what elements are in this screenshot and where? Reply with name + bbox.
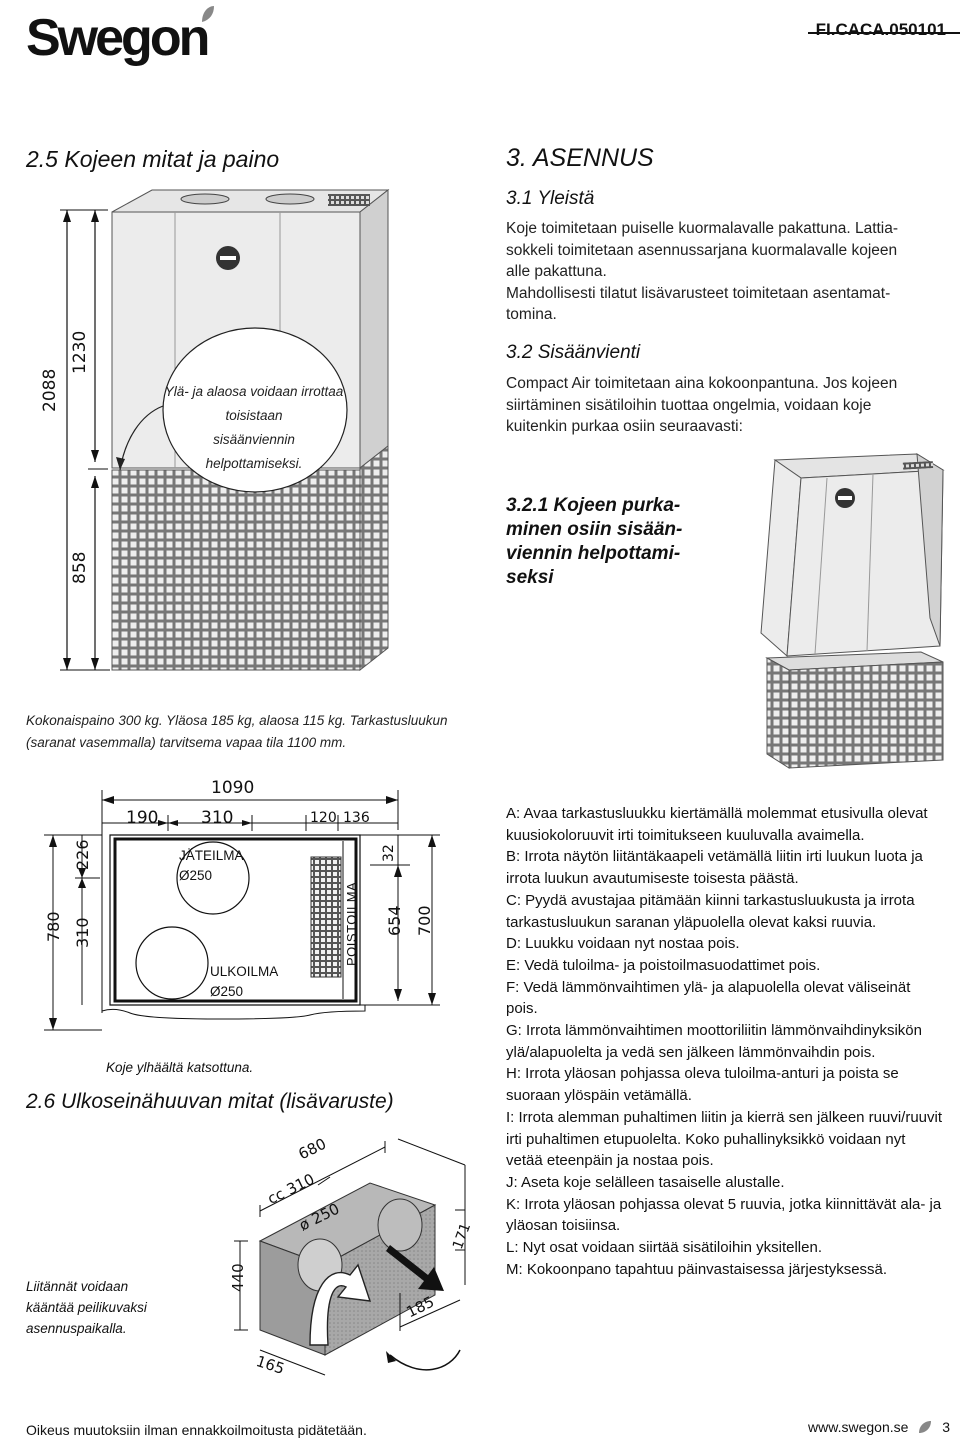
dim-depth-226: 226: [73, 839, 92, 870]
label-ulkoilma-diameter: Ø250: [210, 984, 244, 999]
separation-callout: Ylä- ja alaosa voidaan irrottaa toisista…: [160, 380, 348, 476]
label-poistoilma: POISTOILMA: [344, 881, 359, 966]
step-d: D: Luukku voidaan nyt nostaa pois.: [506, 935, 740, 953]
section-3-1-text: Koje toimitetaan puiselle kuormalavalle …: [506, 218, 956, 326]
label-ulkoilma: ULKOILMA Ø250: [210, 962, 278, 1002]
step-g: G: Irrota lämmönvaihtimen moottoriliitin…: [506, 1022, 922, 1061]
step-m: M: Kokoonpano tapahtuu päinvastaisessa j…: [506, 1260, 888, 1278]
dim-depth-310: 310: [73, 917, 92, 948]
disassembled-unit-drawing: [760, 453, 945, 769]
callout-line: sisäänviennin: [213, 432, 295, 447]
leaf-icon: [919, 1421, 932, 1433]
section-title-3-2-1: 3.2.1 Kojeen purka- minen osiin sisään- …: [506, 494, 682, 590]
step-i: I: Irrota alemman puhaltimen liitin ja k…: [506, 1108, 943, 1170]
footer-disclaimer: Oikeus muutoksiin ilman ennakkoilmoitust…: [26, 1422, 367, 1438]
title-line: seksi: [506, 567, 554, 588]
step-h: H: Irrota yläosan pohjassa oleva tuloilm…: [506, 1065, 899, 1105]
label-ulkoilma-text: ULKOILMA: [210, 964, 279, 979]
section-title-3-1: 3.1 Yleistä: [506, 188, 595, 209]
dim-upper-height: 1230: [70, 330, 90, 374]
label-jateilma: JÄTEILMA Ø250: [179, 846, 244, 886]
dim-total-height: 2088: [40, 368, 60, 412]
step-b: B: Irrota näytön liitäntäkaapeli vetämäl…: [506, 848, 923, 888]
weight-note: Kokonaispaino 300 kg. Yläosa 185 kg, ala…: [26, 710, 448, 754]
step-e: E: Vedä tuloilma- ja poistoilmasuodattim…: [506, 956, 821, 974]
label-jateilma-diameter: Ø250: [179, 868, 213, 883]
dim-width-310: 310: [201, 808, 234, 828]
hood-note-line: Liitännät voidaan: [26, 1279, 129, 1294]
section-3-2-text: Compact Air toimitetaan aina kokoonpantu…: [506, 373, 956, 438]
text-line: Mahdollisesti tilatut lisävarusteet toim…: [506, 284, 891, 302]
document-id: FI.CACA.050101: [815, 20, 946, 39]
unit-side-drawing: [60, 188, 390, 672]
weight-note-line: (saranat vasemmalla) tarvitsema vapaa ti…: [26, 735, 347, 750]
text-line: Koje toimitetaan puiselle kuormalavalle …: [506, 220, 899, 237]
dim-hood-440: 440: [229, 1263, 247, 1292]
text-line: Compact Air toimitetaan aina kokoonpantu…: [506, 375, 898, 392]
section-title-2-6: 2.6 Ulkoseinähuuvan mitat (lisävaruste): [26, 1090, 394, 1113]
page-number: 3: [942, 1419, 950, 1435]
dim-width-120: 120: [310, 810, 337, 826]
label-jateilma-text: JÄTEILMA: [179, 848, 244, 863]
footer-right: www.swegon.se 3: [808, 1419, 950, 1435]
dim-depth-700: 700: [415, 905, 434, 936]
hood-note: Liitännät voidaan kääntää peilikuvaksi a…: [26, 1276, 147, 1339]
step-a: A: Avaa tarkastusluukku kiertämällä mole…: [506, 805, 928, 844]
step-j: J: Aseta koje selälleen tasaiselle alust…: [506, 1173, 785, 1191]
text-line: siirtäminen sisätiloihin tuottaa ongelmi…: [506, 396, 872, 414]
section-title-2-5: 2.5 Kojeen mitat ja paino: [26, 146, 280, 172]
text-line: kuitenkin purkaa osiin seuraavasti:: [506, 418, 743, 435]
title-line: minen osiin sisään-: [506, 519, 683, 540]
text-line: sokkeli toimitetaan asennussarjana kuorm…: [506, 241, 898, 259]
dim-width-190: 190: [126, 808, 159, 828]
text-line: tomina.: [506, 306, 557, 323]
dim-depth-654: 654: [385, 905, 404, 936]
step-f: F: Vedä lämmönvaihtimen ylä- ja alapuole…: [506, 978, 911, 1018]
wall-hood-drawing: [234, 1138, 466, 1376]
leaf-icon: [202, 6, 214, 22]
text-line: alle pakattuna.: [506, 263, 607, 280]
step-k: K: Irrota yläosan pohjassa olevat 5 ruuv…: [506, 1195, 942, 1235]
dim-width-136: 136: [343, 810, 370, 826]
callout-line: Ylä- ja alaosa voidaan irrottaa: [164, 384, 344, 399]
dim-depth-32: 32: [381, 844, 397, 862]
title-line: viennin helpottami-: [506, 543, 681, 564]
weight-note-line: Kokonaispaino 300 kg. Yläosa 185 kg, ala…: [26, 713, 448, 728]
dim-depth-780: 780: [44, 911, 63, 942]
section-title-3-2: 3.2 Sisäänvienti: [506, 342, 641, 363]
header-rule: [808, 32, 960, 34]
hood-note-line: asennuspaikalla.: [26, 1321, 127, 1336]
footer-url[interactable]: www.swegon.se: [808, 1419, 909, 1435]
step-l: L: Nyt osat voidaan siirtää sisätiloihin…: [506, 1239, 822, 1257]
dim-lower-height: 858: [70, 551, 90, 584]
top-view-drawing: [44, 790, 440, 1031]
section-title-3: 3. ASENNUS: [506, 144, 654, 172]
callout-line: toisistaan: [225, 408, 283, 423]
title-line: 3.2.1 Kojeen purka-: [506, 495, 681, 516]
hood-note-line: kääntää peilikuvaksi: [26, 1300, 147, 1315]
step-c: C: Pyydä avustajaa pitämään kiinni tarka…: [506, 891, 915, 931]
disassembly-steps: A: Avaa tarkastusluukku kiertämällä mole…: [506, 803, 946, 1280]
top-view-caption: Koje ylhäältä katsottuna.: [106, 1060, 254, 1075]
dim-width-total: 1090: [211, 778, 255, 798]
swegon-logo: Swegon: [26, 9, 210, 67]
callout-line: helpottamiseksi.: [205, 456, 303, 471]
